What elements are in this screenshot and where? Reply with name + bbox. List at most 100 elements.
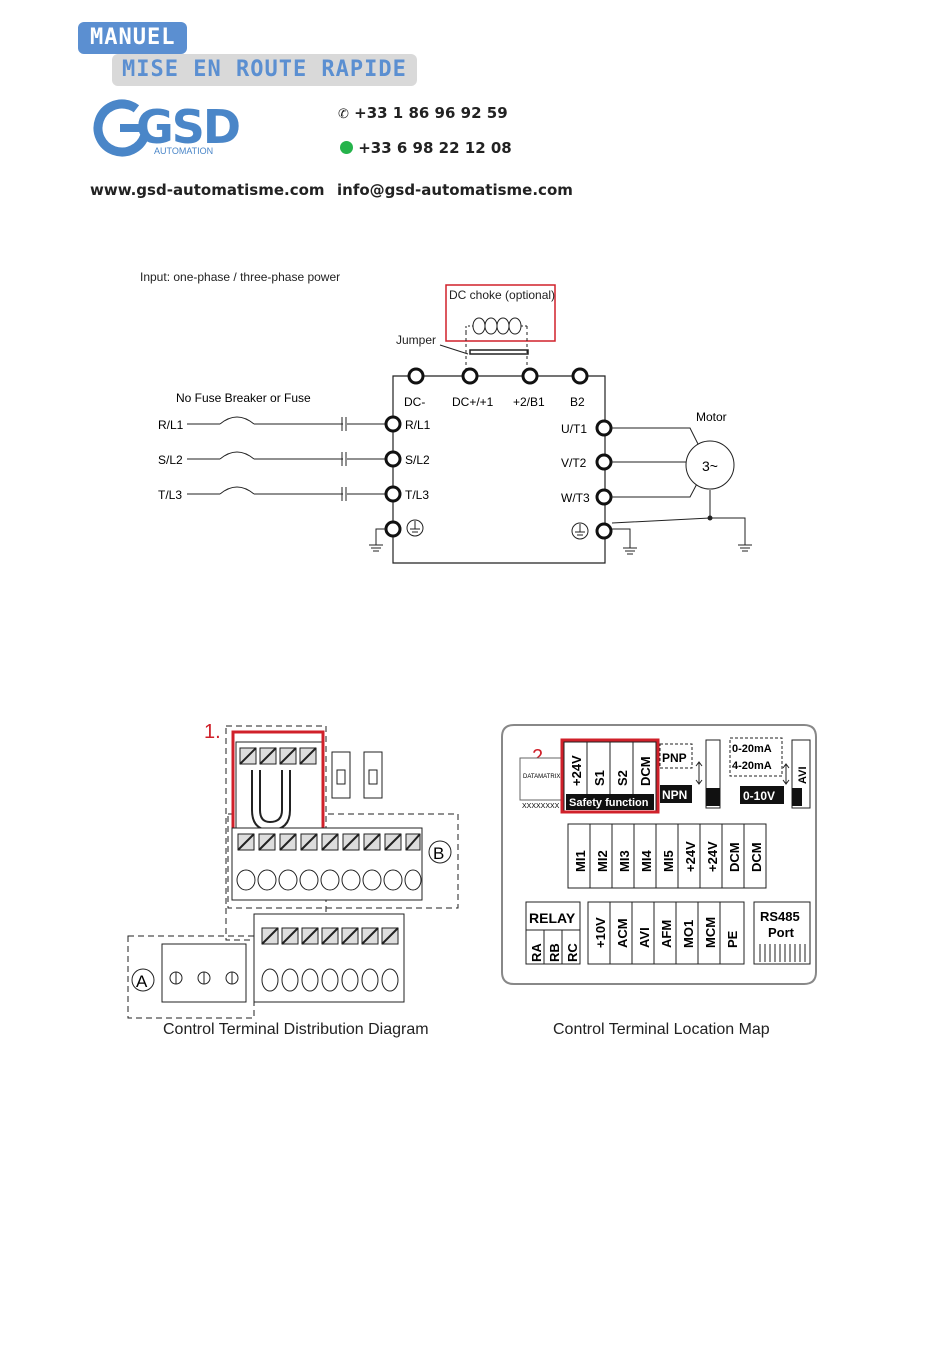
datamatrix-code: XXXXXXXX — [522, 803, 560, 810]
module-a-outline — [127, 935, 255, 1019]
digital-input-label-6: +24V — [705, 841, 720, 872]
digital-input-label-7: DCM — [727, 842, 742, 872]
terminal-plus2-b1: +2/B1 — [513, 395, 545, 409]
terminal-block-lower-clamps — [261, 968, 399, 992]
input-terminal-s: S/L2 — [405, 453, 430, 467]
digital-input-label-4: MI5 — [661, 850, 676, 872]
npn-label: NPN — [662, 788, 687, 802]
terminal-block-b-clamps — [236, 869, 422, 891]
output-terminals — [595, 419, 613, 540]
analog-terminal-group — [587, 901, 745, 965]
analog-terminal-label-5: MCM — [703, 917, 718, 948]
logo-text: GSD — [136, 100, 241, 154]
terminal-block-lower-screws — [261, 927, 399, 945]
avi-mode-block — [729, 737, 783, 777]
label-b: B — [433, 844, 444, 863]
module-b-outline — [227, 813, 459, 909]
analog-terminal-dividers — [609, 902, 721, 964]
motor-phase-label: 3~ — [702, 458, 718, 474]
line-t-l3: T/L3 — [158, 488, 182, 502]
input-phase-lines — [187, 416, 386, 501]
marker-1: 1. — [204, 721, 221, 743]
logo-mark — [93, 99, 151, 157]
pnp-label: PNP — [662, 751, 687, 765]
output-terminal-u: U/T1 — [561, 422, 587, 436]
company-logo: GSD AUTOMATION — [92, 98, 241, 160]
label-a: A — [136, 972, 148, 991]
pnp-npn-block — [659, 743, 693, 769]
terminal-dc-minus: DC- — [404, 395, 425, 409]
logo-subtitle: AUTOMATION — [154, 146, 214, 156]
avi-0-20ma: 0-20mA — [732, 743, 772, 755]
analog-terminal-label-4: MO1 — [681, 920, 696, 948]
whatsapp-icon — [340, 141, 353, 154]
avi-switch-label-0: AVI — [797, 766, 809, 784]
input-power-label: Input: one-phase / three-phase power — [140, 270, 340, 284]
control-terminal-distribution-diagram: 1. B — [127, 721, 459, 1019]
control-terminal-location-map: 2. DATAMATRIX XXXXXXXX Safety function P… — [501, 724, 817, 985]
caption-location-map: Control Terminal Location Map — [553, 1021, 770, 1038]
analog-terminal-label-3: AFM — [659, 920, 674, 948]
safety-function-bar — [566, 794, 654, 810]
avi-0-10v: 0-10V — [743, 789, 775, 803]
motor-symbol — [685, 440, 735, 490]
dc-choke-highlight — [445, 284, 556, 342]
choke-coil — [465, 317, 527, 335]
rs485-pins — [759, 944, 806, 962]
phone-line-2: +33 6 98 22 12 08 — [340, 139, 512, 157]
output-terminal-w: W/T3 — [561, 491, 590, 505]
digital-input-dividers — [589, 824, 745, 888]
motor-label: Motor — [696, 410, 727, 424]
avi-arrow-icon — [782, 763, 790, 785]
quick-start-tag: MISE EN ROUTE RAPIDE — [112, 54, 417, 86]
relay-terminal-label-1: RB — [547, 943, 562, 962]
analog-terminal-label-0: +10V — [593, 917, 608, 948]
label-a-circle — [131, 968, 155, 992]
avi-0-10v-bar — [740, 786, 784, 804]
datamatrix-box — [519, 757, 563, 801]
analog-terminal-label-2: AVI — [637, 927, 652, 948]
pnp-npn-arrow-icon — [695, 761, 703, 785]
digital-input-terminal-group — [567, 823, 767, 889]
safety-terminal-label-2: S2 — [615, 770, 630, 786]
datamatrix-label: DATAMATRIX — [523, 774, 560, 780]
safety-terminal-label-1: S1 — [592, 770, 607, 786]
website-link[interactable]: www.gsd-automatisme.com — [90, 181, 325, 199]
phone-line-1: ✆ +33 1 86 96 92 59 — [338, 104, 508, 122]
analog-terminal-label-1: ACM — [615, 918, 630, 948]
terminal-dc-plus: DC+/+1 — [452, 395, 494, 409]
line-s-l2: S/L2 — [158, 453, 183, 467]
email-link[interactable]: info@gsd-automatisme.com — [337, 181, 573, 199]
npn-bar — [660, 785, 692, 803]
manual-tag: MANUEL — [78, 22, 188, 54]
safety-terminal-label-0: +24V — [569, 755, 584, 786]
dc-choke-label: DC choke (optional) — [449, 288, 555, 302]
line-r-l1: R/L1 — [158, 418, 184, 432]
digital-input-label-1: MI2 — [595, 850, 610, 872]
jumper-bar — [469, 349, 529, 355]
phone-number-2[interactable]: +33 6 98 22 12 08 — [358, 139, 512, 157]
relay-terminal-label-0: RA — [529, 943, 544, 962]
rs485-port — [753, 901, 811, 965]
terminal-block-a-screws — [169, 971, 239, 985]
terminal-b2: B2 — [570, 395, 585, 409]
safety-function-label: Safety function — [569, 797, 649, 809]
phone-number-1[interactable]: +33 1 86 96 92 59 — [354, 104, 508, 122]
label-b-circle — [428, 840, 452, 864]
safety-terminal-dividers — [586, 742, 634, 794]
rs485-label: RS485 — [760, 909, 800, 924]
ground-junction — [707, 515, 713, 521]
safety-highlight-2 — [560, 738, 660, 814]
relay-terminal-label-2: RC — [565, 943, 580, 962]
input-terminal-t: T/L3 — [405, 488, 429, 502]
avi-4-20ma: 4-20mA — [732, 760, 772, 772]
jumper-pointer — [439, 344, 469, 355]
relay-label: RELAY — [529, 910, 576, 926]
digital-input-label-8: DCM — [749, 842, 764, 872]
input-terminal-r: R/L1 — [405, 418, 431, 432]
safety-screws — [239, 747, 317, 765]
rs485-port-label: Port — [768, 925, 795, 940]
digital-input-label-2: MI3 — [617, 850, 632, 872]
digital-input-label-0: MI1 — [573, 850, 588, 872]
